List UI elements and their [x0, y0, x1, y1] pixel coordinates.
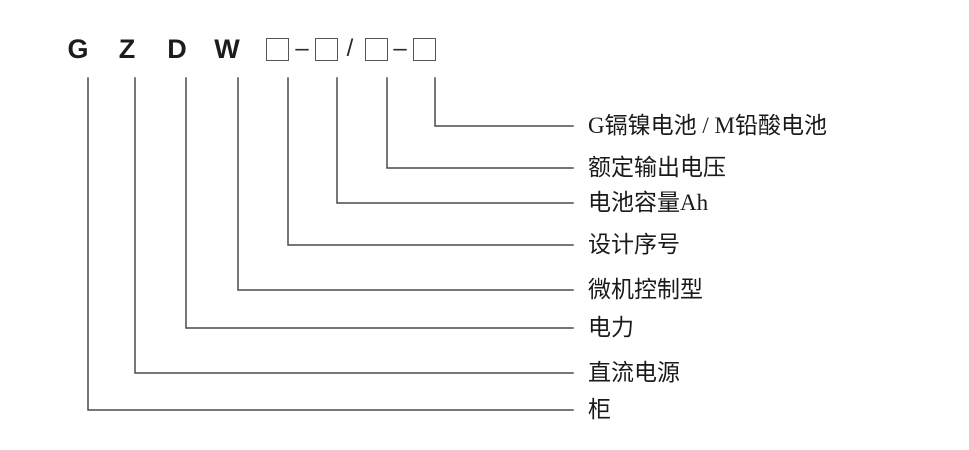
callout-label-cabinet: 柜: [588, 397, 611, 422]
leader-line-dc-power-supply: [134, 77, 574, 374]
callout-label-battery-capacity: 电池容量Ah: [588, 190, 709, 215]
code-separator-dash-2: –: [393, 35, 407, 62]
code-letter-g: G: [67, 34, 89, 64]
leader-line-cabinet: [87, 77, 574, 411]
callout-label-design-serial-number: 设计序号: [588, 232, 680, 257]
code-letter-z: Z: [118, 34, 136, 64]
leader-line-battery-type: [434, 77, 574, 127]
code-placeholder-box-2: [315, 38, 338, 61]
code-separator-dash-1: –: [295, 35, 309, 62]
model-code-row: G Z D W – / –: [0, 0, 969, 78]
callout-label-microcomputer-controlled: 微机控制型: [588, 277, 703, 302]
leader-line-rated-output-voltage: [386, 77, 574, 169]
callout-label-electric-power: 电力: [588, 315, 634, 340]
leader-line-battery-capacity: [336, 77, 574, 204]
code-placeholder-box-3: [365, 38, 388, 61]
code-separator-slash: /: [346, 35, 354, 62]
callout-label-battery-type: G镉镍电池 / M铅酸电池: [588, 113, 827, 138]
callout-label-rated-output-voltage: 额定输出电压: [588, 155, 726, 180]
callout-label-dc-power-supply: 直流电源: [588, 360, 680, 385]
leader-line-electric-power: [185, 77, 574, 329]
leader-line-design-serial-number: [287, 77, 574, 246]
code-placeholder-box-1: [266, 38, 289, 61]
code-placeholder-box-4: [413, 38, 436, 61]
leader-line-microcomputer-controlled: [237, 77, 574, 291]
code-letter-d: D: [167, 34, 187, 64]
code-letter-w: W: [214, 34, 240, 64]
